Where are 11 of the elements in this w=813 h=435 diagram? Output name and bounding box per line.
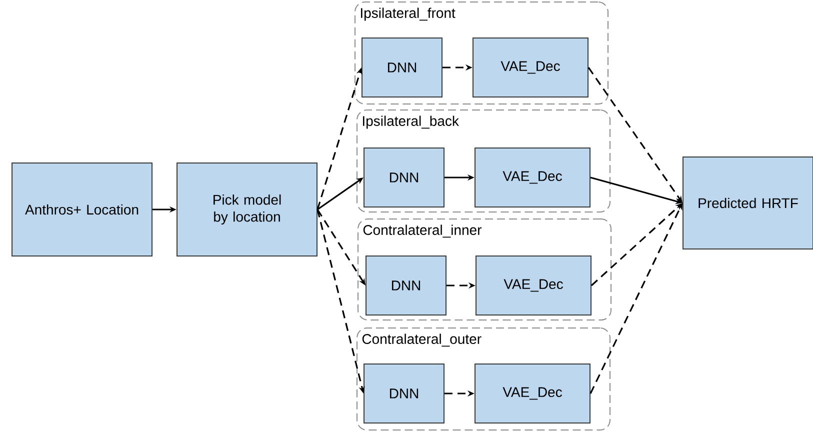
process-box: VAE_Dec bbox=[476, 256, 592, 316]
process-box: Predicted HRTF bbox=[682, 156, 813, 250]
process-box: Anthros+ Location bbox=[12, 162, 152, 256]
process-box: Pick model by location bbox=[176, 162, 318, 256]
process-box: DNN bbox=[364, 148, 444, 208]
process-box: DNN bbox=[362, 38, 442, 98]
process-box: VAE_Dec bbox=[474, 364, 590, 424]
process-box: VAE_Dec bbox=[474, 148, 590, 208]
process-box: DNN bbox=[364, 364, 444, 424]
process-box: VAE_Dec bbox=[472, 38, 588, 98]
process-box: DNN bbox=[366, 256, 446, 316]
